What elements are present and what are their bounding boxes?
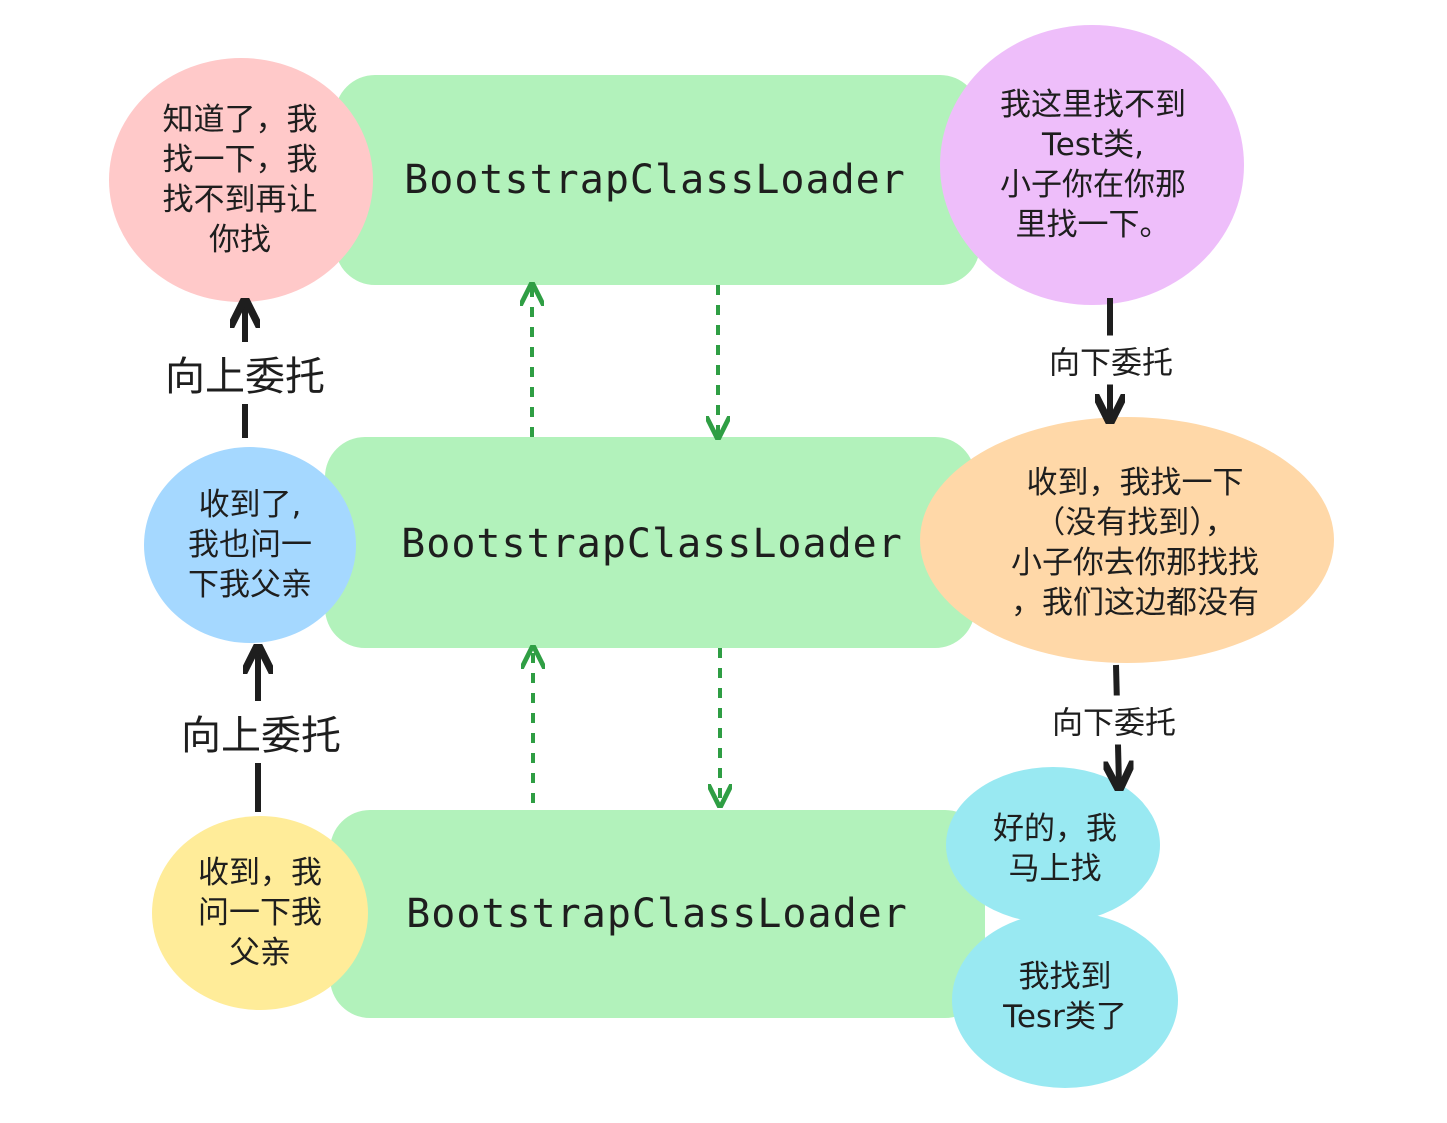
loader-box-middle xyxy=(325,437,975,648)
bubble-bottom-right-1 xyxy=(946,767,1160,923)
bubble-text-bottom-right-1: 好的，我 马上找 xyxy=(993,811,1117,887)
bubble-top-left xyxy=(109,58,373,302)
loader-label-middle: BootstrapClassLoader xyxy=(401,521,903,567)
bubble-text-bottom-left: 收到，我 问一下我 父亲 xyxy=(198,855,322,971)
arrow-label-down-1: 向下委托 xyxy=(1045,335,1177,385)
bubble-text-top-left: 知道了，我 找一下，我 找不到再让 你找 xyxy=(162,102,318,258)
bubble-bottom-left xyxy=(152,816,368,1010)
arrow-label-up-1: 向上委托 xyxy=(161,342,329,404)
bubble-text-bottom-right-2: 我找到 Tesr类了 xyxy=(1003,959,1127,1035)
loader-label-top: BootstrapClassLoader xyxy=(404,157,906,203)
loader-box-bottom xyxy=(330,810,985,1018)
arrow-label-up-2: 向上委托 xyxy=(177,701,345,763)
bubble-text-mid-right: 收到，我找一下 （没有找到）， 小子你去你那找找 ，我们这边都没有 xyxy=(1011,465,1259,621)
bubble-top-right xyxy=(940,25,1244,305)
bubble-bottom-right-2 xyxy=(952,912,1178,1088)
bubble-mid-left xyxy=(144,447,356,643)
loader-box-top xyxy=(335,75,980,285)
arrow-label-down-2: 向下委托 xyxy=(1048,695,1180,745)
loader-label-bottom: BootstrapClassLoader xyxy=(406,891,908,937)
bubble-mid-right xyxy=(920,417,1334,663)
bubble-text-top-right: 我这里找不到 Test类, 小子你在你那 里找一下。 xyxy=(1000,87,1186,243)
bubble-text-mid-left: 收到了, 我也问一 下我父亲 xyxy=(188,487,312,603)
